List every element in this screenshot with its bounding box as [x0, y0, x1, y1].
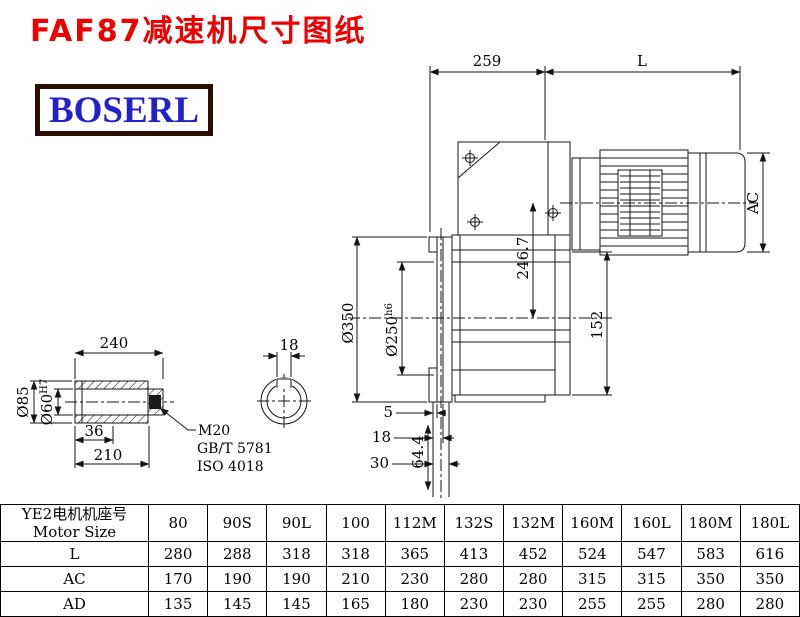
size-header-cell: 132S [443, 504, 505, 542]
gearbox-dimension-drawing: 259 L AC Ø350 Ø250h6 246.7 152 5 18 30 6… [14, 52, 770, 500]
table-header-row: YE2电机机座号 Motor Size 80 90S 90L 100 112M … [0, 504, 800, 542]
value-cell: 315 [562, 566, 623, 592]
value-cell: 165 [325, 591, 386, 617]
value-cell: 280 [739, 591, 800, 617]
output-flange-outline [428, 236, 453, 497]
main-view-dimension-lines [352, 66, 770, 491]
page-title: FAF87减速机尺寸图纸 [30, 14, 367, 49]
dim-152-label: 152 [588, 311, 606, 340]
value-cell: 452 [503, 541, 564, 567]
dim-d60-tolerance: H7 [39, 379, 50, 394]
shaft-dimension-lines [30, 349, 196, 468]
dim-d60-base: Ø60 [38, 394, 56, 425]
motor-size-header-cell: YE2电机机座号 Motor Size [0, 504, 149, 542]
value-cell: 318 [266, 541, 327, 567]
size-header-cell: 100 [325, 504, 386, 542]
shaft-outline [74, 380, 164, 424]
size-header-cell: 180L [739, 504, 800, 542]
dim-L-label: L [637, 52, 647, 70]
standard-iso4018-label: ISO 4018 [197, 459, 264, 475]
size-header-cell: 90L [266, 504, 327, 542]
value-cell: 230 [384, 566, 445, 592]
size-header-cell: 160M [562, 504, 623, 542]
value-cell: 280 [503, 566, 564, 592]
size-header-cell: 112M [384, 504, 445, 542]
dim-d350-label: Ø350 [339, 303, 357, 344]
value-cell: 180 [384, 591, 445, 617]
value-cell: 135 [147, 591, 209, 617]
value-cell: 255 [562, 591, 623, 617]
dim-d250-base: Ø250 [383, 316, 401, 357]
value-cell: 280 [443, 566, 505, 592]
value-cell: 616 [739, 541, 800, 567]
value-cell: 230 [443, 591, 505, 617]
value-cell: 524 [562, 541, 623, 567]
dim-d250h6-label: Ø250h6 [383, 303, 401, 357]
section-dim-18-label: 18 [279, 336, 298, 354]
dim-64-4-label: 64.4 [409, 435, 427, 468]
motor-size-header-cn: YE2电机机座号 [21, 505, 128, 523]
value-cell: 583 [680, 541, 741, 567]
size-header-cell: 160L [621, 504, 682, 542]
value-cell: 315 [621, 566, 682, 592]
value-cell: 280 [680, 591, 741, 617]
size-header-cell: 132M [503, 504, 564, 542]
motor-size-header-en: Motor Size [32, 523, 117, 541]
dim-210-label: 210 [94, 446, 123, 464]
value-cell: 350 [739, 566, 800, 592]
size-header-cell: 90S [207, 504, 268, 542]
table-row-L: L 280 288 318 318 365 413 452 524 547 58… [0, 541, 800, 567]
row-label-cell: L [0, 541, 149, 567]
dim-246-7-label: 246.7 [514, 237, 532, 280]
value-cell: 255 [621, 591, 682, 617]
drawing-lines [30, 66, 770, 500]
value-cell: 547 [621, 541, 682, 567]
dim-d85-label: Ø85 [14, 386, 32, 417]
value-cell: 288 [207, 541, 268, 567]
boserl-logo: BOSERL [35, 84, 213, 136]
value-cell: 365 [384, 541, 445, 567]
value-cell: 318 [325, 541, 386, 567]
standard-gbt5781-label: GB/T 5781 [197, 441, 273, 457]
size-header-cell: 180M [680, 504, 741, 542]
dim-AC-label: AC [744, 192, 762, 215]
bolt-hole-markers [462, 150, 561, 230]
section-dimension-lines [263, 352, 305, 377]
dim-259-label: 259 [473, 52, 502, 70]
value-cell: 350 [680, 566, 741, 592]
value-cell: 230 [503, 591, 564, 617]
value-cell: 145 [207, 591, 268, 617]
motor-size-table: YE2电机机座号 Motor Size 80 90S 90L 100 112M … [0, 504, 800, 617]
value-cell: 145 [266, 591, 327, 617]
dim-36-label: 36 [84, 422, 103, 440]
gearbox-housing-outline [451, 141, 571, 403]
value-cell: 413 [443, 541, 505, 567]
value-cell: 190 [207, 566, 268, 592]
row-label-cell: AD [0, 591, 149, 617]
thread-m20-label: M20 [198, 423, 230, 439]
boserl-logo-text: BOSERL [48, 89, 200, 131]
table-row-AD: AD 135 145 145 165 180 230 230 255 255 2… [0, 591, 800, 617]
dim-d250-tolerance: h6 [384, 303, 395, 316]
value-cell: 280 [147, 541, 209, 567]
dim-18-label: 18 [372, 428, 391, 446]
value-cell: 210 [325, 566, 386, 592]
shaft-section-outline [260, 377, 308, 425]
size-header-cell: 80 [147, 504, 209, 542]
drawing-labels: 259 L AC Ø350 Ø250h6 246.7 152 5 18 30 6… [14, 52, 762, 475]
value-cell: 170 [147, 566, 209, 592]
row-label-cell: AC [0, 566, 149, 592]
value-cell: 190 [266, 566, 327, 592]
dim-5-label: 5 [383, 403, 393, 421]
dim-30-label: 30 [370, 454, 389, 472]
dim-240-label: 240 [100, 334, 129, 352]
dim-d60h7-label: Ø60H7 [38, 379, 56, 425]
table-row-AC: AC 170 190 190 210 230 280 280 315 315 3… [0, 566, 800, 592]
